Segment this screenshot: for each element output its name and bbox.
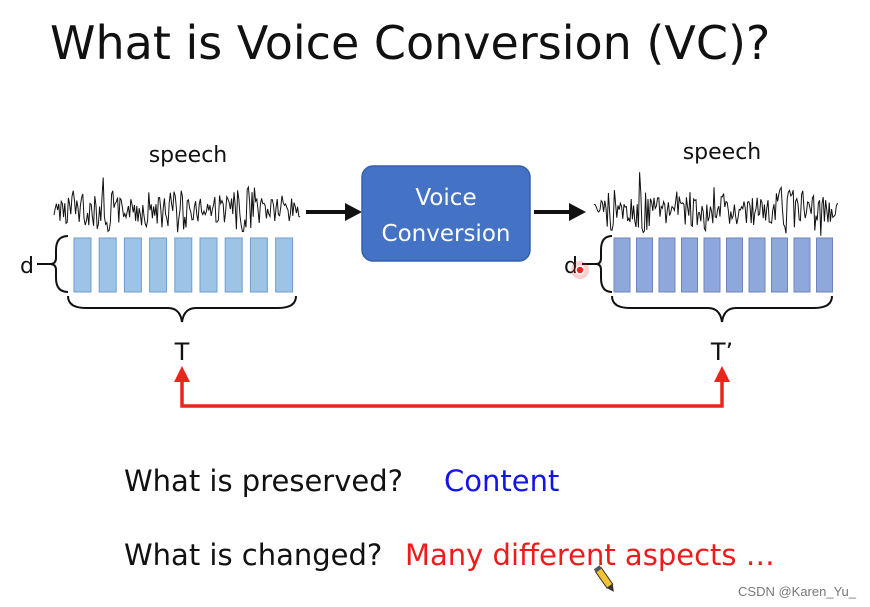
laser-pointer-icon: [571, 261, 589, 279]
input-frame: [73, 237, 92, 293]
output-length-brace: [611, 295, 833, 323]
output-speech-label: speech: [683, 140, 762, 165]
input-frame: [149, 237, 168, 293]
pen-cursor-icon: [593, 565, 614, 592]
input-frame-group: [73, 237, 294, 293]
input-frame: [275, 237, 294, 293]
output-frame: [748, 237, 766, 293]
output-frame: [703, 237, 721, 293]
answer-changed: Many different aspects …: [405, 538, 775, 572]
question-preserved: What is preserved?: [124, 464, 404, 498]
arrow-out-head: [569, 203, 586, 221]
input-dim-label: d: [20, 254, 34, 279]
output-frame: [636, 237, 653, 293]
output-length-label: T’: [710, 338, 733, 366]
output-frame: [681, 237, 698, 293]
output-frame: [726, 237, 743, 293]
input-frame: [98, 237, 117, 293]
output-frame: [613, 237, 631, 293]
voice-conversion-box: [361, 165, 531, 262]
input-waveform: [53, 177, 301, 233]
output-frame: [793, 237, 811, 293]
output-frame: [816, 237, 833, 293]
output-dim-brace: [595, 235, 613, 293]
input-frame: [199, 237, 218, 293]
input-length-label: T: [174, 338, 190, 366]
watermark: CSDN @Karen_Yu_: [738, 584, 856, 599]
question-changed: What is changed?: [124, 538, 383, 572]
vc-box-line2: Conversion: [382, 221, 511, 247]
answer-preserved: Content: [444, 464, 560, 498]
input-dim-brace: [49, 235, 69, 293]
vc-box-line1: Voice: [415, 185, 476, 211]
length-change-arrow: [174, 366, 730, 408]
input-frame: [224, 237, 243, 293]
slide-title: What is Voice Conversion (VC)?: [50, 16, 771, 70]
output-frame-group: [613, 237, 833, 293]
input-frame: [123, 237, 142, 293]
input-speech-label: speech: [149, 143, 228, 168]
output-dim-label: d: [564, 254, 578, 279]
arrow-in-head: [345, 203, 362, 221]
input-frame: [174, 237, 193, 293]
output-frame: [658, 237, 676, 293]
output-waveform: [593, 172, 839, 236]
input-length-brace: [67, 295, 297, 323]
output-frame: [771, 237, 788, 293]
input-frame: [249, 237, 268, 293]
